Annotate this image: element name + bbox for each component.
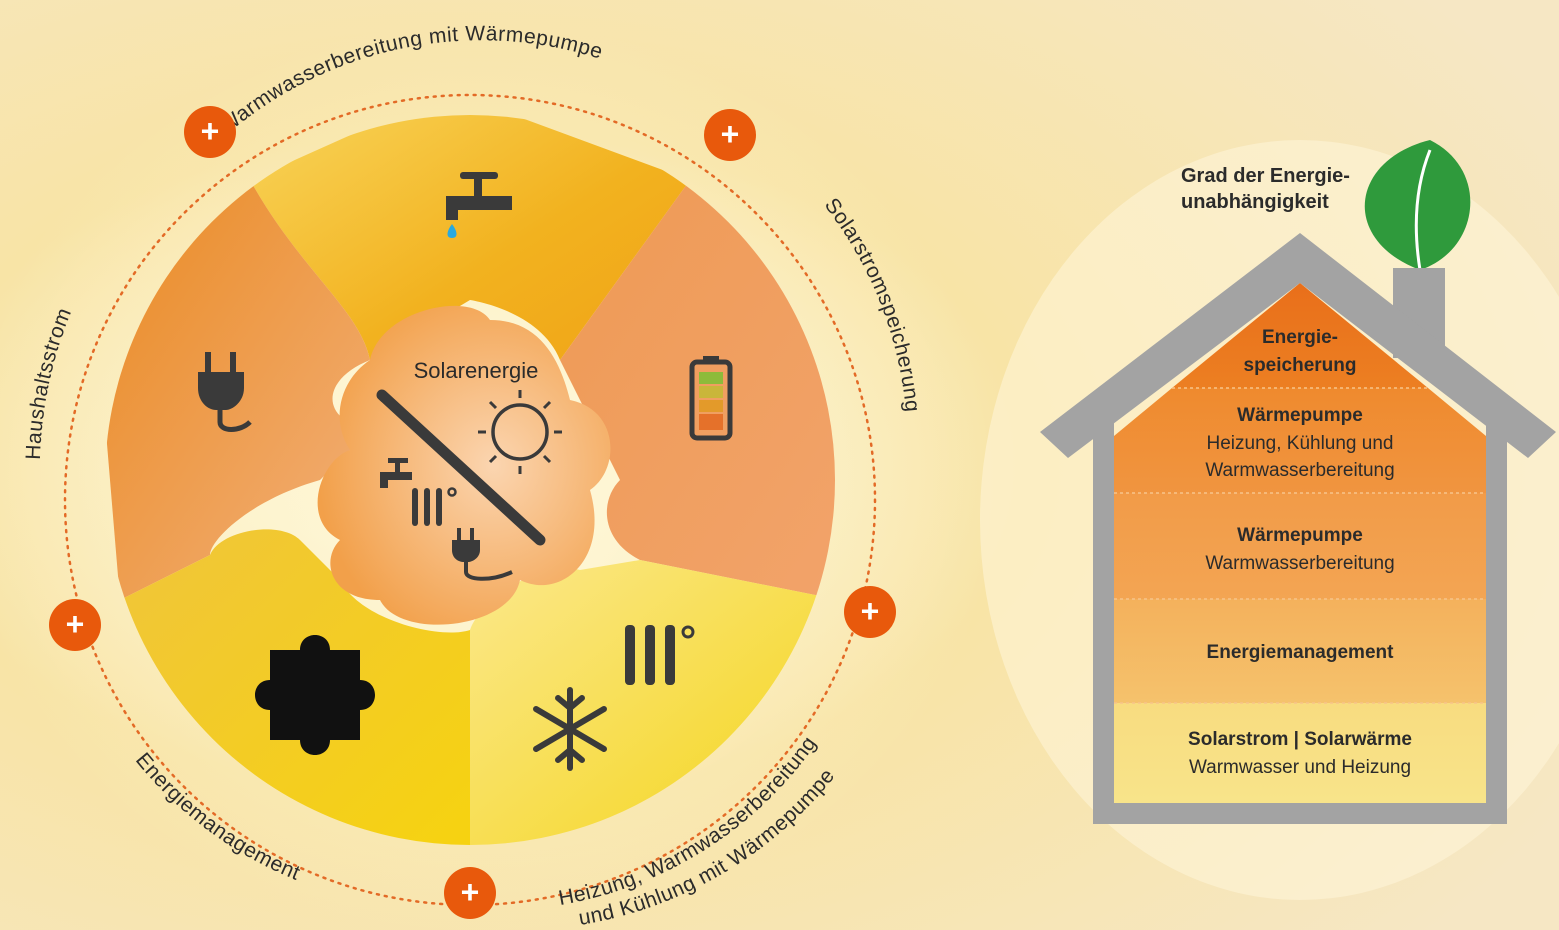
plus-symbol: + xyxy=(721,116,740,152)
house-level-dividers xyxy=(1114,387,1486,704)
house-diagram: Grad der Energie- unabhängigkeit Energie… xyxy=(1040,140,1556,824)
puzzle-icon xyxy=(255,635,375,755)
plus-marker-top-right: + xyxy=(704,109,756,161)
house-level-4-title: Solarstrom | Solarwärme xyxy=(1188,729,1412,750)
cycle-ring xyxy=(63,93,877,907)
radiator-icon xyxy=(625,625,695,685)
water-tap-icon xyxy=(446,172,512,238)
sector-top-warmwater xyxy=(250,115,690,360)
plus-symbol: + xyxy=(201,113,220,149)
center-label: Solarenergie xyxy=(414,358,539,383)
tap-icon xyxy=(380,458,412,488)
center-radiator-icon xyxy=(412,487,457,526)
battery-icon xyxy=(689,356,733,441)
house-level-4-bg xyxy=(1114,703,1486,803)
plus-marker-left: + xyxy=(49,599,101,651)
power-plug-icon xyxy=(198,352,252,432)
house-level-1-subtitle: Heizung, Kühlung und xyxy=(1207,433,1394,454)
plus-symbol: + xyxy=(461,874,480,910)
house-level-3-title: Energiemanagement xyxy=(1207,642,1395,663)
house-level-1-title: Wärmepumpe xyxy=(1237,405,1363,426)
house-caption-line2: unabhängigkeit xyxy=(1181,191,1329,213)
house-level-1-bg xyxy=(1114,388,1486,493)
plus-symbol: + xyxy=(66,606,85,642)
house-level-1-subtitle2: Warmwasserbereitung xyxy=(1205,460,1394,481)
house-level-3-bg xyxy=(1114,599,1486,703)
plus-marker-top-left: + xyxy=(184,106,236,158)
leaf-icon xyxy=(1364,140,1471,271)
snowflake-icon xyxy=(533,687,607,771)
house-level-2-title: Wärmepumpe xyxy=(1237,525,1363,546)
sun-icon xyxy=(478,390,562,474)
plus-symbol: + xyxy=(861,593,880,629)
house-level-4-subtitle: Warmwasser und Heizung xyxy=(1189,757,1411,778)
center-plug-icon xyxy=(452,528,513,581)
house-caption-line1: Grad der Energie- xyxy=(1181,165,1350,187)
house-level-0-title: Energie- xyxy=(1262,327,1338,348)
house-level-2-bg xyxy=(1114,493,1486,599)
house-level-0-bg xyxy=(1172,283,1428,388)
plus-marker-right: + xyxy=(844,586,896,638)
plus-marker-bottom: + xyxy=(444,867,496,919)
house-level-0-subtitle: speicherung xyxy=(1244,355,1357,376)
house-level-2-subtitle: Warmwasserbereitung xyxy=(1205,553,1394,574)
slash-line xyxy=(376,389,546,546)
